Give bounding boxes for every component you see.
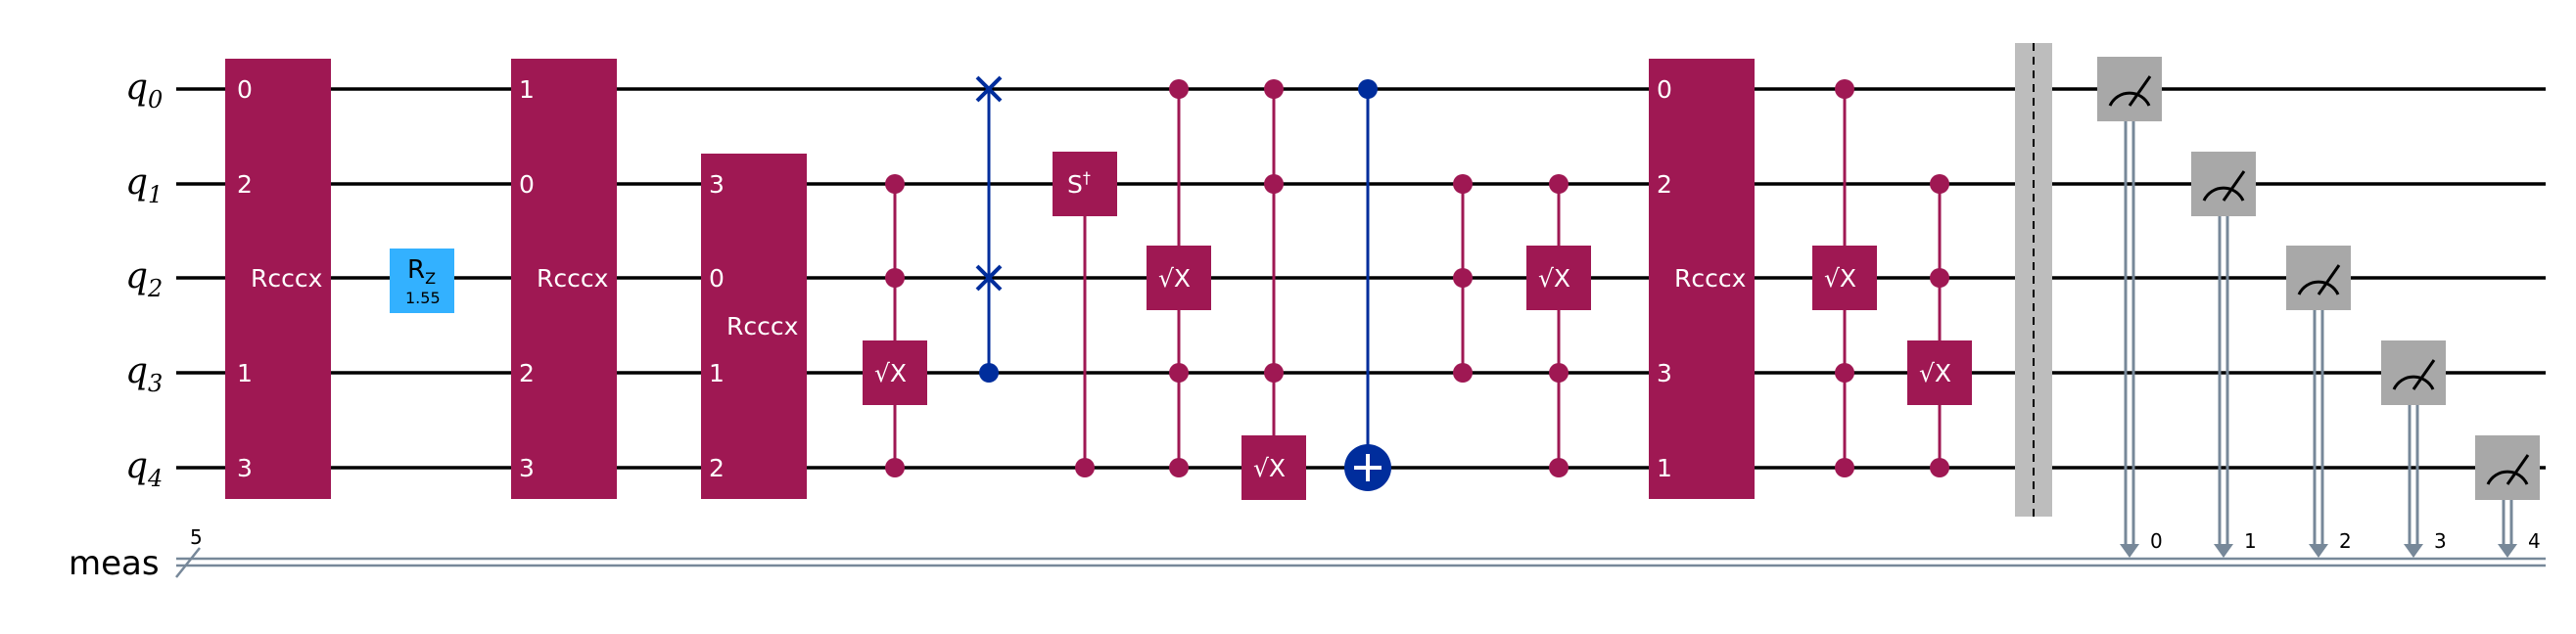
label-q4: q4 [125, 446, 163, 492]
rcccx-gate-1: 0 2 1 3 Rcccx [225, 59, 331, 499]
pin: 2 [237, 170, 253, 199]
control-dot [1835, 79, 1854, 99]
control-dot [979, 363, 999, 383]
pin: 3 [519, 454, 535, 482]
pin: 3 [709, 170, 725, 199]
controlled-sx-gate-5: √X [1812, 79, 1877, 477]
controlled-sx-gate-6: √X [1907, 174, 1972, 477]
controlled-sx-gate-3: √X [1241, 79, 1306, 500]
gate-label: Rcccx [537, 264, 608, 293]
pin: 2 [519, 359, 535, 387]
control-dot [885, 174, 905, 194]
label-q0: q0 [125, 68, 163, 113]
classical-wire: 5 [175, 525, 2546, 578]
measure-q1: 1 [2191, 152, 2257, 558]
sx-label: √X [1824, 264, 1856, 293]
rcccx-gate-2: 1 0 2 3 Rcccx [511, 59, 617, 499]
pin: 2 [709, 454, 725, 482]
control-dot [1264, 174, 1284, 194]
control-dot [1930, 174, 1949, 194]
controlled-swap-gate [975, 75, 1003, 383]
sx-label: √X [1919, 359, 1951, 387]
measure-q0: 0 [2097, 57, 2163, 558]
measure-q2: 2 [2286, 246, 2352, 558]
label-q3: q3 [125, 351, 163, 397]
measure-bit: 0 [2150, 529, 2163, 553]
control-dot [1169, 363, 1189, 383]
pin: 3 [1657, 359, 1672, 387]
control-dot [1549, 174, 1569, 194]
cnot-gate [1344, 79, 1391, 491]
control-dot [1358, 79, 1378, 99]
measure-bit: 2 [2339, 529, 2352, 553]
control-dot [1835, 458, 1854, 477]
controlled-sdg-gate: S† [1053, 152, 1117, 477]
gate-label: Rcccx [1674, 264, 1746, 293]
pin: 2 [1657, 170, 1672, 199]
pin: 0 [519, 170, 535, 199]
pin: 1 [237, 359, 253, 387]
control-dot [1264, 363, 1284, 383]
controlled-sx-gate-4: √X [1526, 174, 1591, 477]
swap-cross-q2 [975, 264, 1003, 292]
control-dot [1075, 458, 1095, 477]
measure-bit: 3 [2434, 529, 2447, 553]
rcccx-gate-3: 3 0 1 2 Rcccx [701, 154, 807, 499]
qubit-labels: q0 q1 q2 q3 q4 meas [69, 68, 163, 583]
sx-label: √X [1253, 454, 1286, 482]
measure-bit: 1 [2244, 529, 2257, 553]
controlled-sx-gate-2: √X [1147, 79, 1211, 477]
control-dot [1453, 174, 1473, 194]
gate-label: Rcccx [251, 264, 322, 293]
label-meas: meas [69, 544, 160, 583]
barrier [2015, 43, 2052, 517]
creg-size: 5 [190, 525, 203, 549]
bus-slash [175, 547, 201, 578]
pin: 0 [1657, 75, 1672, 104]
pin: 0 [237, 75, 253, 104]
sx-label: √X [1158, 264, 1191, 293]
rz-param: 1.55 [405, 289, 441, 307]
gate-label: Rcccx [726, 312, 798, 340]
rz-gate: RZ 1.55 [390, 249, 454, 313]
label-q2: q2 [125, 256, 163, 302]
control-dot [1453, 268, 1473, 288]
pin: 3 [237, 454, 253, 482]
control-dot [1930, 458, 1949, 477]
label-q1: q1 [125, 162, 163, 208]
measure-bit: 4 [2528, 529, 2541, 553]
sx-label: √X [874, 359, 907, 387]
pin: 1 [1657, 454, 1672, 482]
control-dot [1549, 458, 1569, 477]
rcccx-gate-4: 0 2 3 1 Rcccx [1649, 59, 1755, 499]
control-dot [1169, 79, 1189, 99]
control-dot [1169, 458, 1189, 477]
rz-label: RZ [407, 255, 436, 288]
sdg-label: S† [1067, 168, 1091, 199]
pin: 1 [519, 75, 535, 104]
control-dot [885, 458, 905, 477]
control-dot [885, 268, 905, 288]
control-dot [1835, 363, 1854, 383]
sx-label: √X [1538, 264, 1570, 293]
control-dot [1453, 363, 1473, 383]
measurements: 0 1 2 3 [2097, 57, 2541, 558]
control-dot [1549, 363, 1569, 383]
control-dot [1264, 79, 1284, 99]
control-dot [1930, 268, 1949, 288]
controlled-z-gate [1453, 174, 1473, 383]
pin: 1 [709, 359, 725, 387]
pin: 0 [709, 264, 725, 293]
controlled-sx-gate-1: √X [863, 174, 927, 477]
measure-q4: 4 [2475, 435, 2541, 558]
measure-q3: 3 [2381, 340, 2447, 558]
swap-cross-q0 [975, 75, 1003, 103]
